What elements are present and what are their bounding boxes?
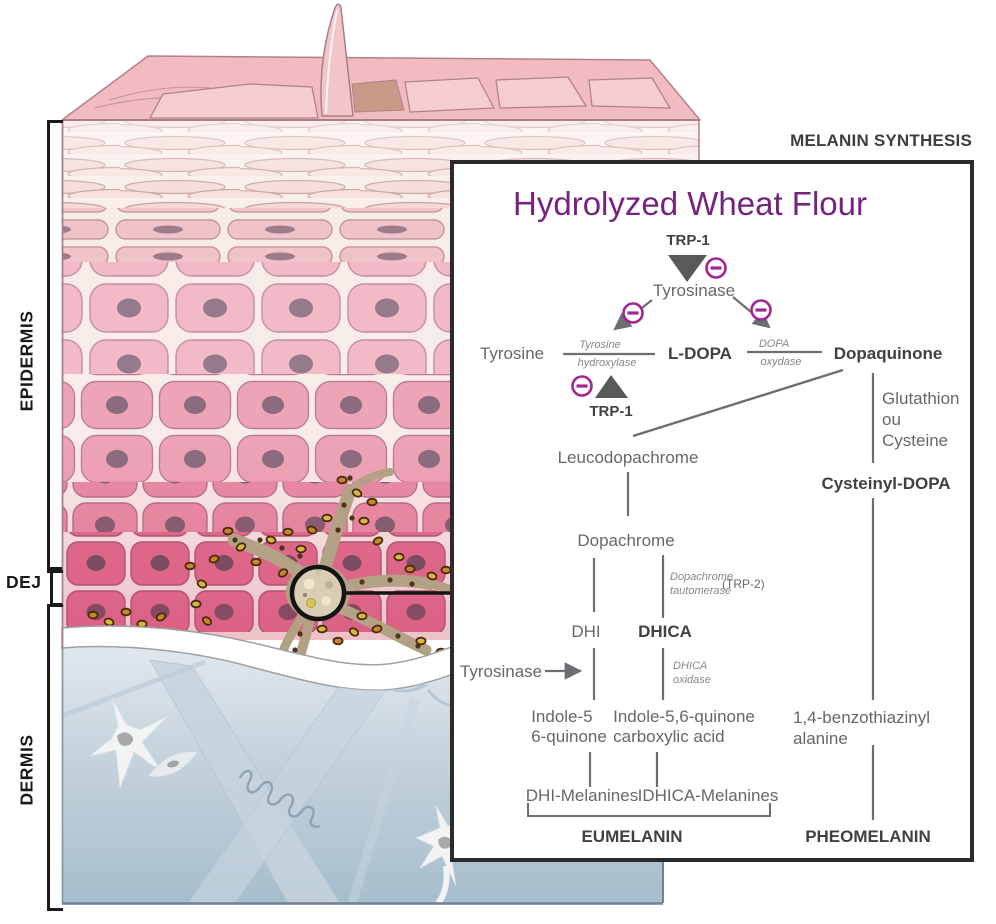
idhica-melanines-label: IDHICA-Melanines [637,786,779,805]
surface-flake [404,77,495,113]
inhibition-icon [705,257,727,279]
enzyme-tyrosine-hydroxylase-line2: hydroxylase [577,357,637,369]
dhi-label: DHI [571,622,601,641]
dermis-bracket [47,604,63,911]
dej-bracket [50,567,62,606]
skin-surface [61,3,701,121]
cysteinyl-dopa-label: Cysteinyl-DOPA [821,474,951,493]
elastin-coil [238,769,321,828]
enzyme-dopa-oxydase-line2: oxydase [760,356,802,368]
enzyme-dopa-oxydase-line1: DOPA [758,338,790,350]
magnifier-circle [289,564,347,622]
tyrosinase-left-label: Tyrosinase [459,662,543,681]
fibroblast-spindle [147,751,199,778]
benzothiazinyl-label: 1,4-benzothiazinyl alanine [793,708,931,748]
dej-label: DEJ [6,572,42,592]
trp2-label: (TRP-2) [722,577,765,591]
peeling-corneocyte [320,3,354,117]
tyrosinase-top-label: Tyrosinase [652,281,736,300]
enzyme-tyrosine-hydroxylase-line1: Tyrosine [579,339,621,351]
box-caption: MELANIN SYNTHESIS [790,131,972,150]
dhi-melanines-label: DHI-Melanines [525,786,639,805]
tyrosine-label: Tyrosine [479,344,545,363]
trp1-top-label: TRP-1 [666,232,710,249]
surface-flake [495,76,587,109]
diagonal-connector [632,368,844,438]
trp1-mid-label: TRP-1 [589,403,633,420]
leucodopachrome-label: Leucodopachrome [557,448,699,467]
indole5-label: Indole-5 6-quinone [531,707,607,746]
glutathion-label: Glutathion ou Cysteine [882,389,960,450]
inhibition-icon [622,302,644,324]
flake-shadow [351,79,405,113]
dopachrome-tautomerase-label: Dopachrome tautomerase [670,571,733,597]
epidermis-bracket [47,120,63,573]
melanosome-granules [87,475,452,657]
surface-flake [588,77,671,109]
dopaquinone-label: Dopaquinone [833,344,943,363]
l-dopa-label: L-DOPA [668,344,732,363]
eumelanin-label: EUMELANIN [581,827,683,846]
pathway-connectors [527,255,875,820]
dermis-label: DERMIS [16,734,37,806]
dhica-oxidase-label: DHICA oxidase [673,660,711,686]
melanin-synthesis-box: Hydrolyzed Wheat Flour TRP-1 Tyrosinase … [450,160,974,862]
inhibition-icon [750,299,772,321]
epidermis-label: EPIDERMIS [16,310,37,412]
pheomelanin-label: PHEOMELANIN [805,827,931,846]
fibroblast [89,697,169,789]
trp1-triangle-down-icon [668,255,707,282]
inhibition-icon [571,375,593,397]
pathway-heading: Hydrolyzed Wheat Flour [513,185,867,222]
eumelanin-bracket [527,803,771,817]
surface-flake [149,83,319,119]
dhica-label: DHICA [638,622,692,641]
indole56-label: Indole-5,6-quinone carboxylic acid [613,707,755,746]
trp1-triangle-up-icon [595,375,628,398]
dopachrome-label: Dopachrome [577,531,675,550]
